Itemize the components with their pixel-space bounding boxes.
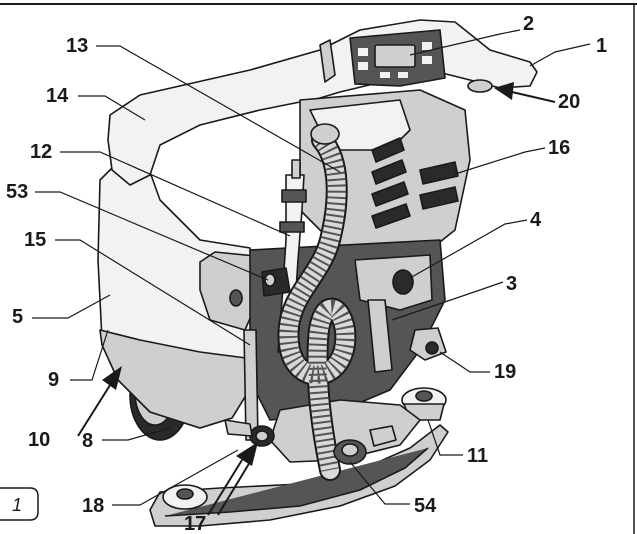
callout-4: 4 [530, 209, 542, 231]
machine-illustration [77, 19, 556, 527]
callout-13: 13 [66, 35, 88, 57]
callout-11: 11 [467, 445, 488, 467]
callout-12: 12 [30, 141, 52, 163]
callout-19: 19 [494, 361, 516, 383]
adjust-knob [224, 419, 275, 447]
arrow-17 [207, 442, 258, 516]
callout-3: 3 [506, 273, 517, 295]
arrow-10 [77, 366, 122, 437]
callout-10: 10 [28, 429, 50, 451]
lever [367, 299, 393, 373]
callout-16: 16 [548, 137, 570, 159]
callout-9: 9 [48, 369, 59, 391]
vent-slats [371, 137, 459, 229]
leader-lines [32, 29, 591, 506]
callout-2: 2 [523, 13, 534, 35]
callout-54: 54 [414, 495, 437, 517]
callout-53: 53 [6, 181, 28, 203]
vacuum-hose [277, 123, 357, 481]
handle-button [467, 79, 493, 93]
callout-1: 1 [596, 35, 607, 57]
callout-20: 20 [558, 91, 580, 113]
figure-number-box: 1 [0, 487, 39, 521]
callout-8: 8 [82, 430, 93, 452]
callout-labels: 1 2 3 4 5 8 9 10 11 12 13 14 15 16 17 18… [6, 13, 607, 534]
callout-15: 15 [24, 229, 46, 251]
callout-18: 18 [82, 495, 104, 517]
squeegee-motor [333, 425, 397, 465]
arrow-20 [494, 82, 556, 103]
figure-number: 1 [12, 495, 22, 515]
callout-17: 17 [184, 513, 206, 534]
callout-5: 5 [12, 306, 23, 328]
brush-head [269, 399, 421, 463]
callout-14: 14 [46, 85, 69, 107]
